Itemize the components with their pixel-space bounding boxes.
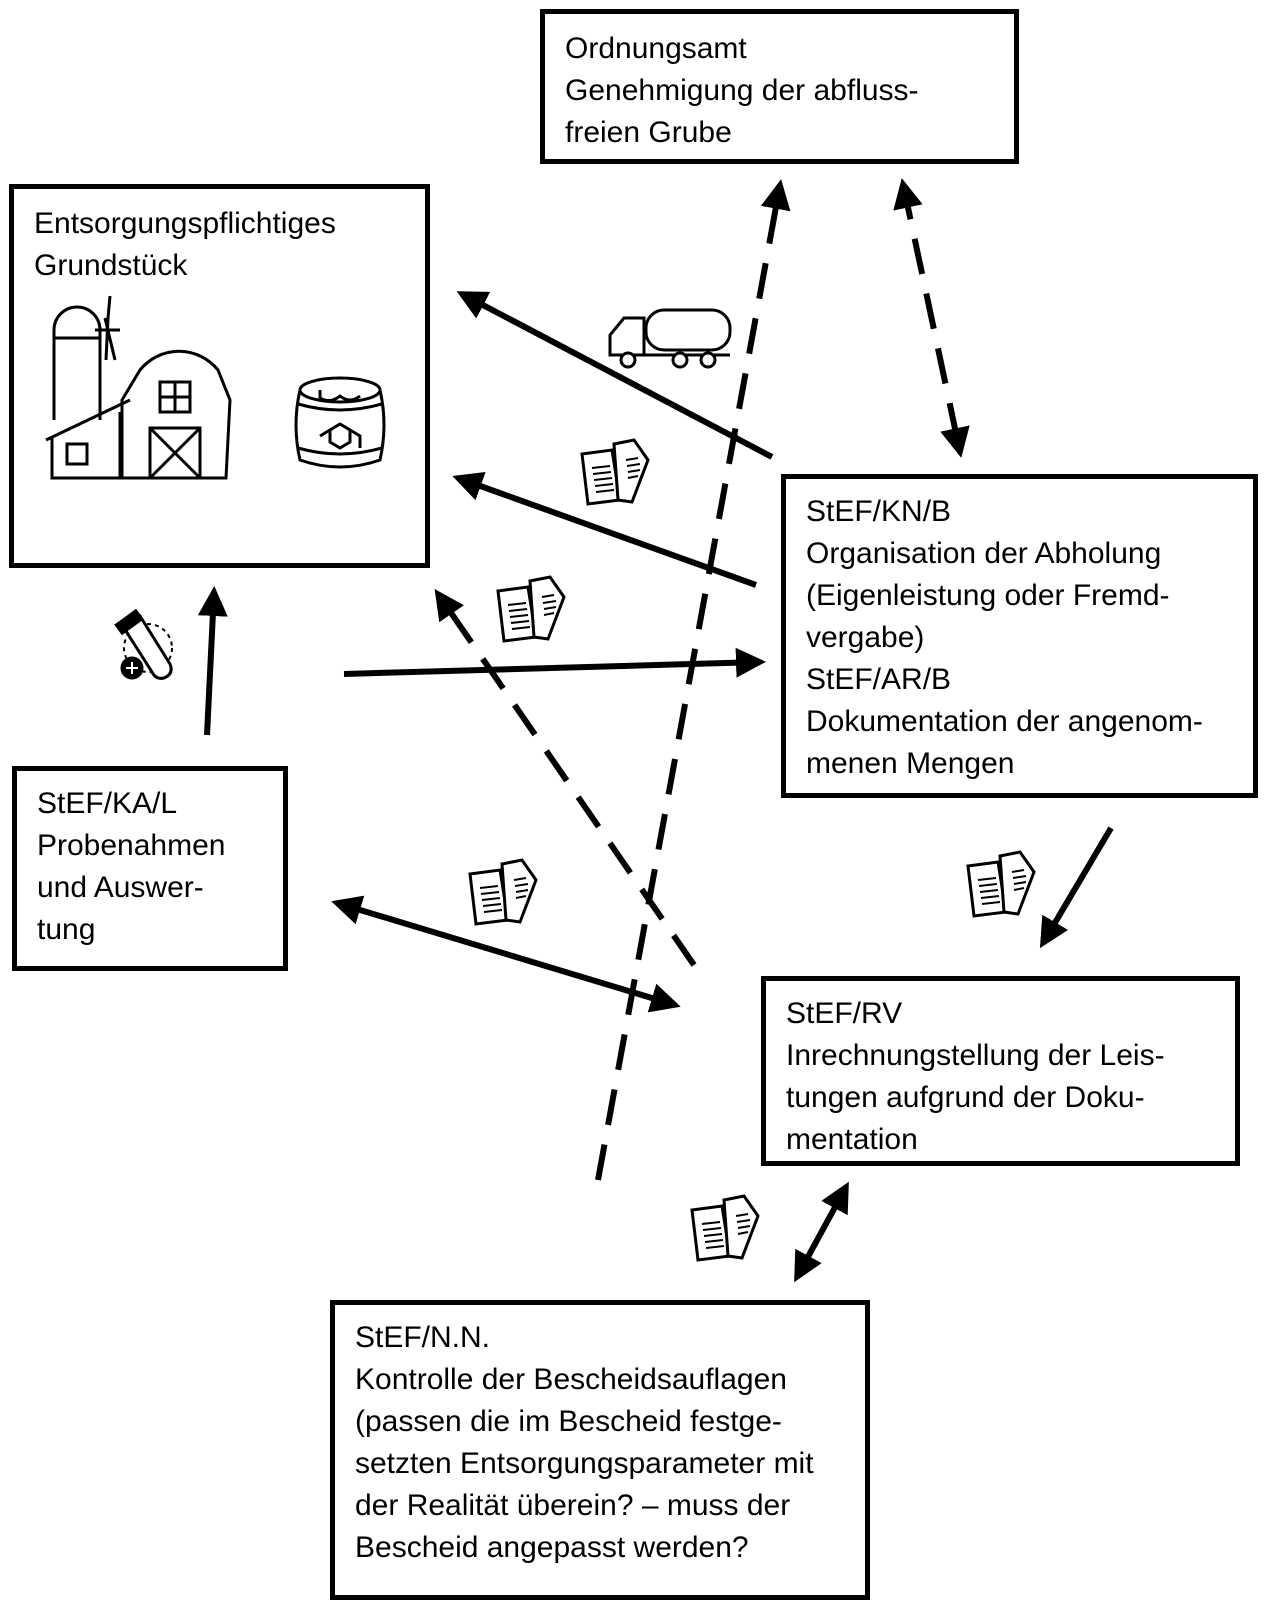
box-line: (passen die im Bescheid festge- xyxy=(355,1405,782,1438)
box-line: StEF/N.N. xyxy=(355,1321,491,1354)
dashed-arrow-ordnungsamt-kn xyxy=(893,178,970,458)
barrel-icon xyxy=(294,376,386,469)
arrow-kn-to-grundstueck-2 xyxy=(452,471,758,588)
box-line: Entsorgungspflichtiges xyxy=(34,207,336,240)
box-kn-ar: StEF/KN/B Organisation der Abholung (Eig… xyxy=(781,474,1258,798)
arrow-kn-to-grundstueck-1 xyxy=(456,291,774,460)
box-rv: StEF/RV Inrechnungstellung der Leis- tun… xyxy=(761,976,1240,1166)
sample-tube-icon xyxy=(114,608,173,680)
farm-icon xyxy=(45,295,232,480)
box-line: tung xyxy=(37,913,96,946)
tanker-truck-icon xyxy=(608,308,732,369)
box-line: (Eigenleistung oder Fremd- xyxy=(806,579,1170,612)
arrow-rv-nn-bidirectional xyxy=(794,1181,849,1283)
box-line: mentation xyxy=(786,1123,918,1156)
box-line: Probenahmen xyxy=(37,829,226,862)
document-icon xyxy=(496,575,566,643)
document-icon xyxy=(690,1194,760,1262)
box-line: Inrechnungstellung der Leis- xyxy=(786,1039,1165,1072)
box-line: der Realität überein? – muss der xyxy=(355,1489,791,1522)
box-ka-l: StEF/KA/L Probenahmen und Auswer- tung xyxy=(12,766,288,971)
box-line: Organisation der Abholung xyxy=(806,537,1162,570)
box-ordnungsamt: Ordnungsamt Genehmigung der abfluss- fre… xyxy=(540,9,1019,164)
box-line: menen Mengen xyxy=(806,747,1015,780)
box-line: StEF/AR/B xyxy=(806,663,952,696)
box-line: Ordnungsamt xyxy=(565,32,747,65)
box-line: Grundstück xyxy=(34,249,188,282)
dashed-arrow-rv-to-grundstueck xyxy=(434,589,697,967)
arrow-ka-to-grundstueck xyxy=(197,586,228,736)
arrow-to-kn xyxy=(343,647,766,678)
box-line: vergabe) xyxy=(806,621,925,654)
arrow-ka-rv-bidirectional xyxy=(331,895,681,1013)
box-line: Kontrolle der Bescheidsauflagen xyxy=(355,1363,787,1396)
box-line: Genehmigung der abfluss- xyxy=(565,74,919,107)
document-icon xyxy=(468,858,538,926)
arrow-kn-to-rv xyxy=(1039,826,1114,949)
dashed-arrow-to-ordnungsamt xyxy=(595,179,791,1181)
document-icon xyxy=(966,850,1036,918)
box-line: freien Grube xyxy=(565,116,732,149)
box-line: Dokumentation der angenom- xyxy=(806,705,1203,738)
box-line: tungen aufgrund der Doku- xyxy=(786,1081,1145,1114)
box-line: StEF/KA/L xyxy=(37,787,178,820)
box-line: StEF/RV xyxy=(786,997,903,1030)
box-line: setzten Entsorgungsparameter mit xyxy=(355,1447,814,1480)
box-line: und Auswer- xyxy=(37,871,204,904)
box-nn: StEF/N.N. Kontrolle der Bescheidsauflage… xyxy=(330,1300,870,1600)
document-icon xyxy=(580,438,650,506)
box-line: Bescheid angepasst werden? xyxy=(355,1531,749,1564)
box-line: StEF/KN/B xyxy=(806,495,952,528)
